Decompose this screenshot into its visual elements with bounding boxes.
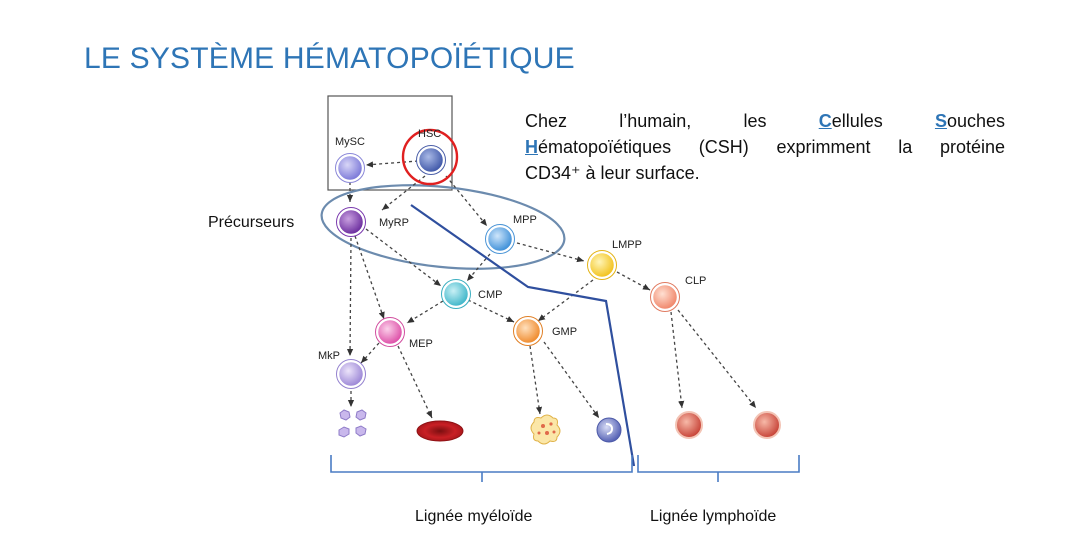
cell-mpp	[485, 224, 515, 254]
label-mep: MEP	[409, 338, 433, 350]
lymphocyte-icon-2	[753, 411, 781, 439]
label-gmp: GMP	[552, 326, 577, 338]
desc-line-2: Hématopoïétiques (CSH) exprimment la pro…	[525, 137, 1005, 157]
label-hsc: HSC	[418, 128, 441, 140]
label-cmp: CMP	[478, 289, 502, 301]
desc-line-3: CD34⁺ à leur surface.	[525, 163, 700, 183]
cell-mep	[375, 317, 405, 347]
lineage-divider-line	[410, 204, 636, 467]
label-mkp: MkP	[318, 350, 340, 362]
cell-myrp	[336, 207, 366, 237]
precursors-label: Précurseurs	[208, 214, 295, 231]
lymphoid-bracket	[637, 455, 800, 482]
label-lmpp: LMPP	[612, 239, 642, 251]
lymphocyte-icon-1	[675, 411, 703, 439]
cell-lmpp	[587, 250, 617, 280]
label-mpp: MPP	[513, 214, 537, 226]
monocyte-icon	[596, 417, 622, 443]
cell-gmp	[513, 316, 543, 346]
platelets-icon	[338, 409, 367, 438]
description-text: Chez l’humain, les Cellules Souches Héma…	[525, 108, 1005, 186]
hsc-highlight-circle	[401, 128, 459, 186]
myeloid-lineage-label: Lignée myéloïde	[415, 508, 533, 525]
desc-line-1: Chez l’humain, les Cellules Souches	[525, 111, 1005, 131]
label-myrp: MyRP	[379, 217, 409, 229]
cell-mysc	[335, 153, 365, 183]
cell-mkp	[336, 359, 366, 389]
precursors-ellipse	[320, 184, 566, 270]
lymphoid-lineage-label: Lignée lymphoïde	[650, 508, 777, 525]
myeloid-bracket	[330, 455, 633, 482]
label-clp: CLP	[685, 275, 706, 287]
granulocyte-icon	[530, 414, 561, 445]
differentiation-arrows	[346, 160, 757, 419]
cell-clp	[650, 282, 680, 312]
cell-hsc	[416, 145, 446, 175]
page-title: LE SYSTÈME HÉMATOPOÏÉTIQUE	[84, 42, 575, 75]
label-mysc: MySC	[335, 136, 365, 148]
red-blood-cell-icon	[416, 420, 464, 442]
cell-cmp	[441, 279, 471, 309]
